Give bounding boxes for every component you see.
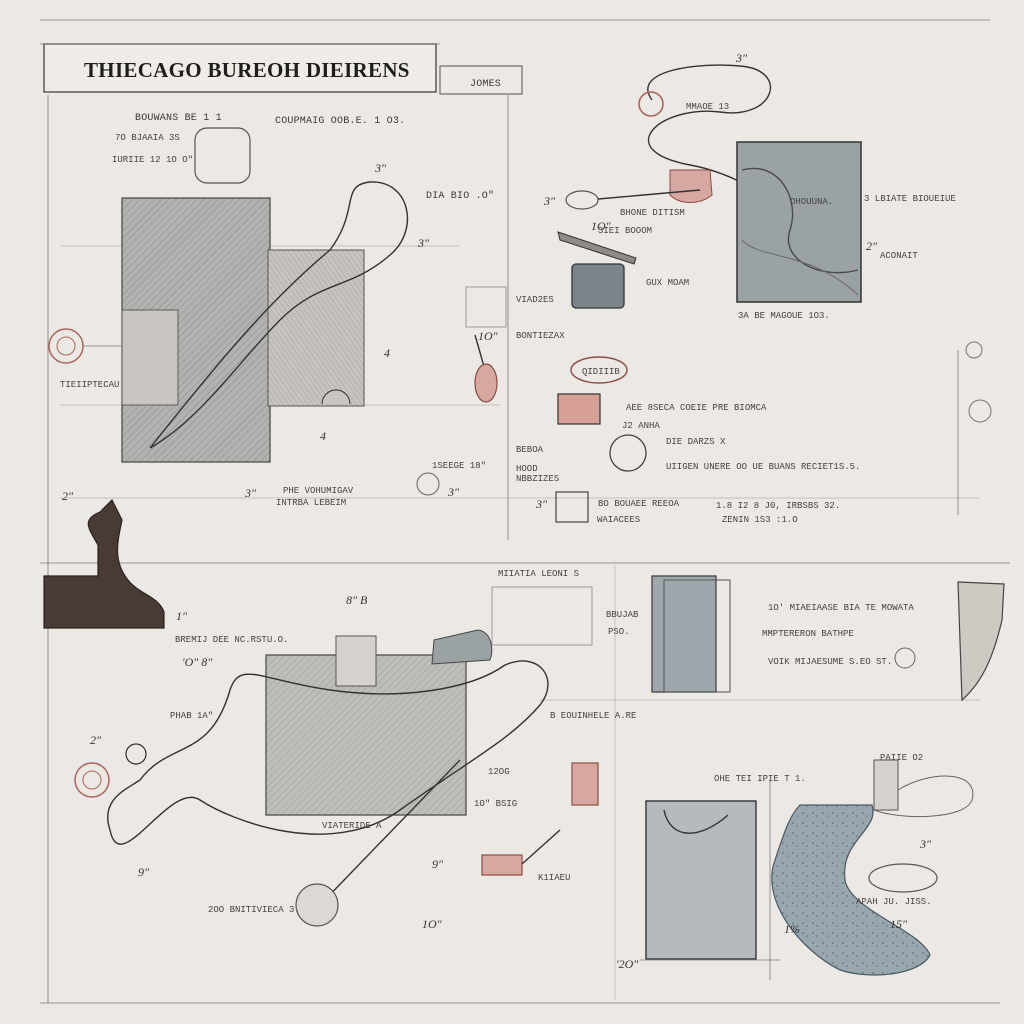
tl-header-2: COUPMAIG OOB.E. 1 O3. (275, 116, 405, 127)
br-dim-2: '2O" (616, 957, 639, 971)
mid-label-4: 1SEEGE 18" (432, 461, 486, 471)
tr-oval-label: QIDIIIB (582, 367, 620, 377)
mid-label-2: BONTIEZAX (516, 331, 565, 341)
tr-panel-label: OHOUUNA. (790, 197, 833, 207)
tr-note-6: J2 ANHA (622, 421, 660, 431)
tl-dia-note: DIA BIO .O" (426, 190, 494, 202)
bl-dim-2: 2" (90, 733, 102, 747)
tl-note-1: 7O BJAAIA 3S (115, 133, 180, 143)
tr-note-4: GUX MOAM (646, 278, 689, 288)
bl-note-7: B EOUINHELE A.RE (550, 711, 636, 721)
bottom-right-assembly: 1O' MIAEIAASE BIA TE MOWATA MMPTERERON B… (538, 575, 1005, 980)
tr-note-11: 1.8 I2 8 J0, IRBSBS 32. (716, 501, 840, 511)
tl-header-1: BOUWANS BE 1 1 (135, 113, 222, 124)
br-dim-1: 1% (784, 922, 800, 936)
bl-dim-9: 9" (138, 865, 150, 879)
mid-label-6: NBBZIZES (516, 474, 559, 484)
tr-dim-3b: 3" (535, 497, 548, 511)
br-note-7: K1IAEU (538, 873, 570, 883)
br-note-5: PAIIE O2 (880, 753, 923, 763)
bl-dim-0: 'O" 8" (182, 655, 213, 669)
tr-note-9: BO BOUAEE REEOA (598, 499, 680, 509)
title-block: THIECAGO BUREOH DIEIRENS JOMES (40, 43, 523, 95)
tr-note-12: ZENIN 1S3 :1.O (722, 515, 798, 525)
bl-center-label: VIATERIDE A (322, 821, 382, 831)
br-note-4: OHE TEI IPIE T 1. (714, 774, 806, 784)
bottom-left-assembly: MIIATIA LEONI S 1" 8" B BREMIJ DEE NC.RS… (43, 498, 639, 931)
br-note-6: APAH JU. JISS. (856, 897, 932, 907)
tl-dim-2: 2" (62, 489, 74, 503)
drawing-tag: JOMES (470, 79, 501, 90)
tr-note-1: MMAOE 13 (686, 102, 729, 112)
bl-header: MIIATIA LEONI S (498, 569, 579, 579)
tl-dim-3: 3" (374, 161, 387, 175)
tl-caption-1: PHE VOHUMIGAV (283, 486, 354, 496)
br-note-3: VOIK MIJAESUME S.EO ST. (768, 657, 892, 667)
mid-dim-3: 3" (447, 485, 460, 499)
tr-note-2: BHONE DITISM (620, 208, 685, 218)
drawing-title: THIECAGO BUREOH DIEIRENS (84, 58, 410, 82)
bl-dim-8: 8" B (346, 593, 368, 607)
bl-dim-10: 1O" (422, 917, 443, 931)
bl-note-6: PSO. (608, 627, 630, 637)
tl-caption-2: INTRBA LEBEIM (276, 498, 346, 508)
tr-panel-side-2: ACONAIT (880, 251, 918, 261)
tr-dim-2: 2" (866, 239, 878, 253)
br-dim-3: 3" (919, 837, 932, 851)
br-note-1: 1O' MIAEIAASE BIA TE MOWATA (768, 603, 914, 613)
br-dim-15: 15" (890, 917, 908, 931)
tr-panel-side: 3 LBIATE BIOUEIUE (864, 194, 956, 204)
bl-dim-1: 1" (176, 609, 188, 623)
tl-dim-3b: 3" (417, 236, 430, 250)
mid-label-5: HOOD (516, 464, 538, 474)
mid-label-1: VIAD2ES (516, 295, 554, 305)
tr-panel-caption: 3A BE MAGOUE 1O3. (738, 311, 830, 321)
mid-column-parts: VIAD2ES BONTIEZAX 1O" 1SEEGE 18" BEBOA H… (416, 286, 565, 499)
bl-note-5: BBUJAB (606, 610, 639, 620)
mid-dim-10: 1O" (478, 329, 499, 343)
top-right-assembly: 3" MMAOE 13 OHOUUNA. 3 LBIATE BIOUEIUE A… (535, 51, 992, 525)
bl-note-4: 1O" BSIG (474, 799, 517, 809)
tr-note-10: WAIACEES (597, 515, 640, 525)
tl-dim-4b: 4 (320, 429, 326, 443)
tl-side-label: TIEIIPTECAU (60, 380, 119, 390)
tl-dim-4: 4 (384, 346, 390, 360)
bl-note-2: PHAB 1A" (170, 711, 213, 721)
tr-note-8: UIIGEN UNERE OO UE BUANS RECIET1S.5. (666, 462, 860, 472)
bl-dim-9b: 9" (432, 857, 444, 871)
tr-note-5: AEE 8SECA COEIE PRE BIOMCA (626, 403, 767, 413)
br-note-2: MMPTERERON BATHPE (762, 629, 854, 639)
tr-dim-top: 3" (735, 51, 748, 65)
top-left-assembly: BOUWANS BE 1 1 COUPMAIG OOB.E. 1 O3. 7O … (48, 113, 494, 508)
tl-note-2: IURIIE 12 1O O" (112, 155, 193, 165)
tr-note-7: DIE DARZS X (666, 437, 726, 447)
mid-label-3: BEBOA (516, 445, 544, 455)
tl-dim-3c: 3" (244, 486, 257, 500)
bl-caption: 2OO BNITIVIECA 3. (208, 905, 300, 915)
tr-note-3: 3IEI BOOOM (598, 226, 652, 236)
tr-dim-3: 3" (543, 194, 556, 208)
bl-note-3: 12OG (488, 767, 510, 777)
tr-dim-10: 1O" (591, 219, 612, 233)
bl-note-1: BREMIJ DEE NC.RSTU.O. (175, 635, 288, 645)
